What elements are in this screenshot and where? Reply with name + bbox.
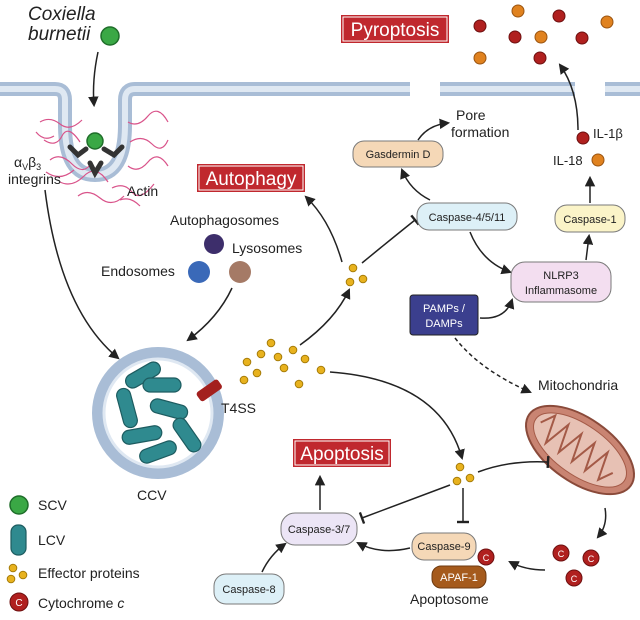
caspase-1-label: Caspase-1 [563,214,616,226]
apoptosis-label: Apoptosis [300,444,383,465]
integrin-label-line1: αVβ3 [14,154,41,172]
autophagy-banner: Autophagy [195,162,307,194]
scv-bacterium-internalized [86,132,104,150]
scv-bacterium-outside [100,26,120,46]
il18-icon [591,153,605,167]
actin-filaments [35,110,169,207]
integrin-label-line2: integrins [8,171,61,187]
integrin-to-ccv-arrow [44,189,120,360]
legend-cytochrome-label: Cytochrome c [38,595,124,611]
pamps-damps-box [409,294,479,336]
t4ss-icon [196,379,222,402]
effector-proteins-apoptosis-cluster [452,462,475,486]
caspase8-to-caspase37-arrow [261,542,287,573]
caspase-1-box [554,204,626,233]
gasdermin-d-box [352,140,444,168]
cluster-to-autophagy-arrow [304,195,343,263]
cytochrome-c-icon [9,592,29,612]
caspase-8-label: Caspase-8 [222,584,275,596]
t4ss-label: T4SS [221,400,256,416]
svg-text:C: C [15,598,22,609]
endosome-vesicle [188,261,210,283]
apoptosome-cytochrome-icon [477,548,495,566]
scv-icon [9,495,29,515]
effector-to-apoptosis-cluster-arrow [329,371,465,461]
nlrp3-to-caspase1-arrow [582,233,594,261]
caspase-3-7-label: Caspase-3/7 [288,524,350,536]
il1b-icon [576,131,590,145]
lcv-icon [10,524,27,556]
apoptosome-label: Apoptosome [410,591,489,607]
vesicle-fusion-arrow [186,287,233,342]
cytokine-release-arrow [558,63,579,131]
cluster-inhibits-mitochondria-line [477,455,550,473]
endosomes-label: Endosomes [101,263,175,279]
effector-proteins-secreted [239,338,326,389]
effector-to-autophagy-cluster-arrow [299,288,351,346]
svg-text:C: C [558,549,565,559]
effector-proteins-autophagy-cluster [345,263,368,287]
effector-proteins-icon [6,563,28,584]
nlrp3-label-line1: NLRP3 [543,270,578,282]
mitochondria-label: Mitochondria [538,377,618,393]
pamps-to-mitochondria-arrow [454,337,532,394]
svg-text:C: C [588,554,595,564]
il18-label: IL-18 [553,153,583,168]
svg-text:C: C [571,574,578,584]
lcv-bacteria [116,361,202,464]
pamps-label-line2: DAMPs [425,318,463,330]
legend-effector-label: Effector proteins [38,565,140,581]
pamps-label-line1: PAMPs / [423,303,466,315]
ccv-label: CCV [137,487,167,503]
legend-scv-label: SCV [38,497,67,513]
pamps-to-nlrp3-arrow [479,298,515,319]
nlrp3-label-line2: Inflammasome [525,285,597,297]
legend: SCV LCV Effector proteins C Cytochrome c [6,495,140,612]
mitochondria-to-cytochrome-arrow [596,507,608,539]
cluster-inhibits-caspase37-line [358,484,451,525]
il1b-label: IL-1β [593,126,623,141]
pyroptosis-label: Pyroptosis [351,20,440,41]
gasdermin-to-pore-arrow [417,118,451,141]
pyroptosis-banner: Pyroptosis [339,13,451,45]
caspase4-to-nlrp3-arrow [469,231,512,275]
autophagy-label: Autophagy [206,169,297,190]
pore-label-line1: Pore [456,107,486,123]
organism-name-line1: Coxiella [28,4,96,25]
mitochondrion [524,404,636,496]
caspase-3-7-box [280,512,358,546]
entry-arrow [88,51,99,108]
apaf-1-label: APAF-1 [440,572,478,584]
gasdermin-d-label: Gasdermin D [366,149,431,161]
cytochrome-to-apoptosome-arrow [508,561,546,571]
apoptosis-banner: Apoptosis [291,437,393,469]
caspase-8-box [213,573,285,605]
caspase4-to-gasdermin-arrow [400,168,431,201]
lysosome-vesicle [229,261,251,283]
organism-name-line2: burnetii [28,24,91,45]
integrin-receptors [67,144,125,179]
autophagosomes-label: Autophagosomes [170,212,279,228]
caspase-9-label: Caspase-9 [417,541,470,553]
plasma-membrane [0,82,640,183]
cluster-inhibits-caspase4-line [361,214,420,264]
caspase-4-5-11-box [416,202,518,231]
lysosomes-label: Lysosomes [232,240,302,256]
caspase9-to-caspase37-arrow [356,541,411,552]
released-cytokines [473,4,614,65]
legend-lcv-label: LCV [38,532,66,548]
svg-text:C: C [483,553,490,563]
caspase-4-5-11-label: Caspase-4/5/11 [429,212,506,224]
autophagosome-vesicle [204,234,224,254]
apaf-1-box [431,565,487,589]
caspase-9-box [411,532,477,561]
cytochrome-c-released: C C C [552,544,600,587]
pore-label-line2: formation [451,124,509,140]
actin-label: Actin [127,183,158,199]
nlrp3-inflammasome-box [510,261,612,303]
